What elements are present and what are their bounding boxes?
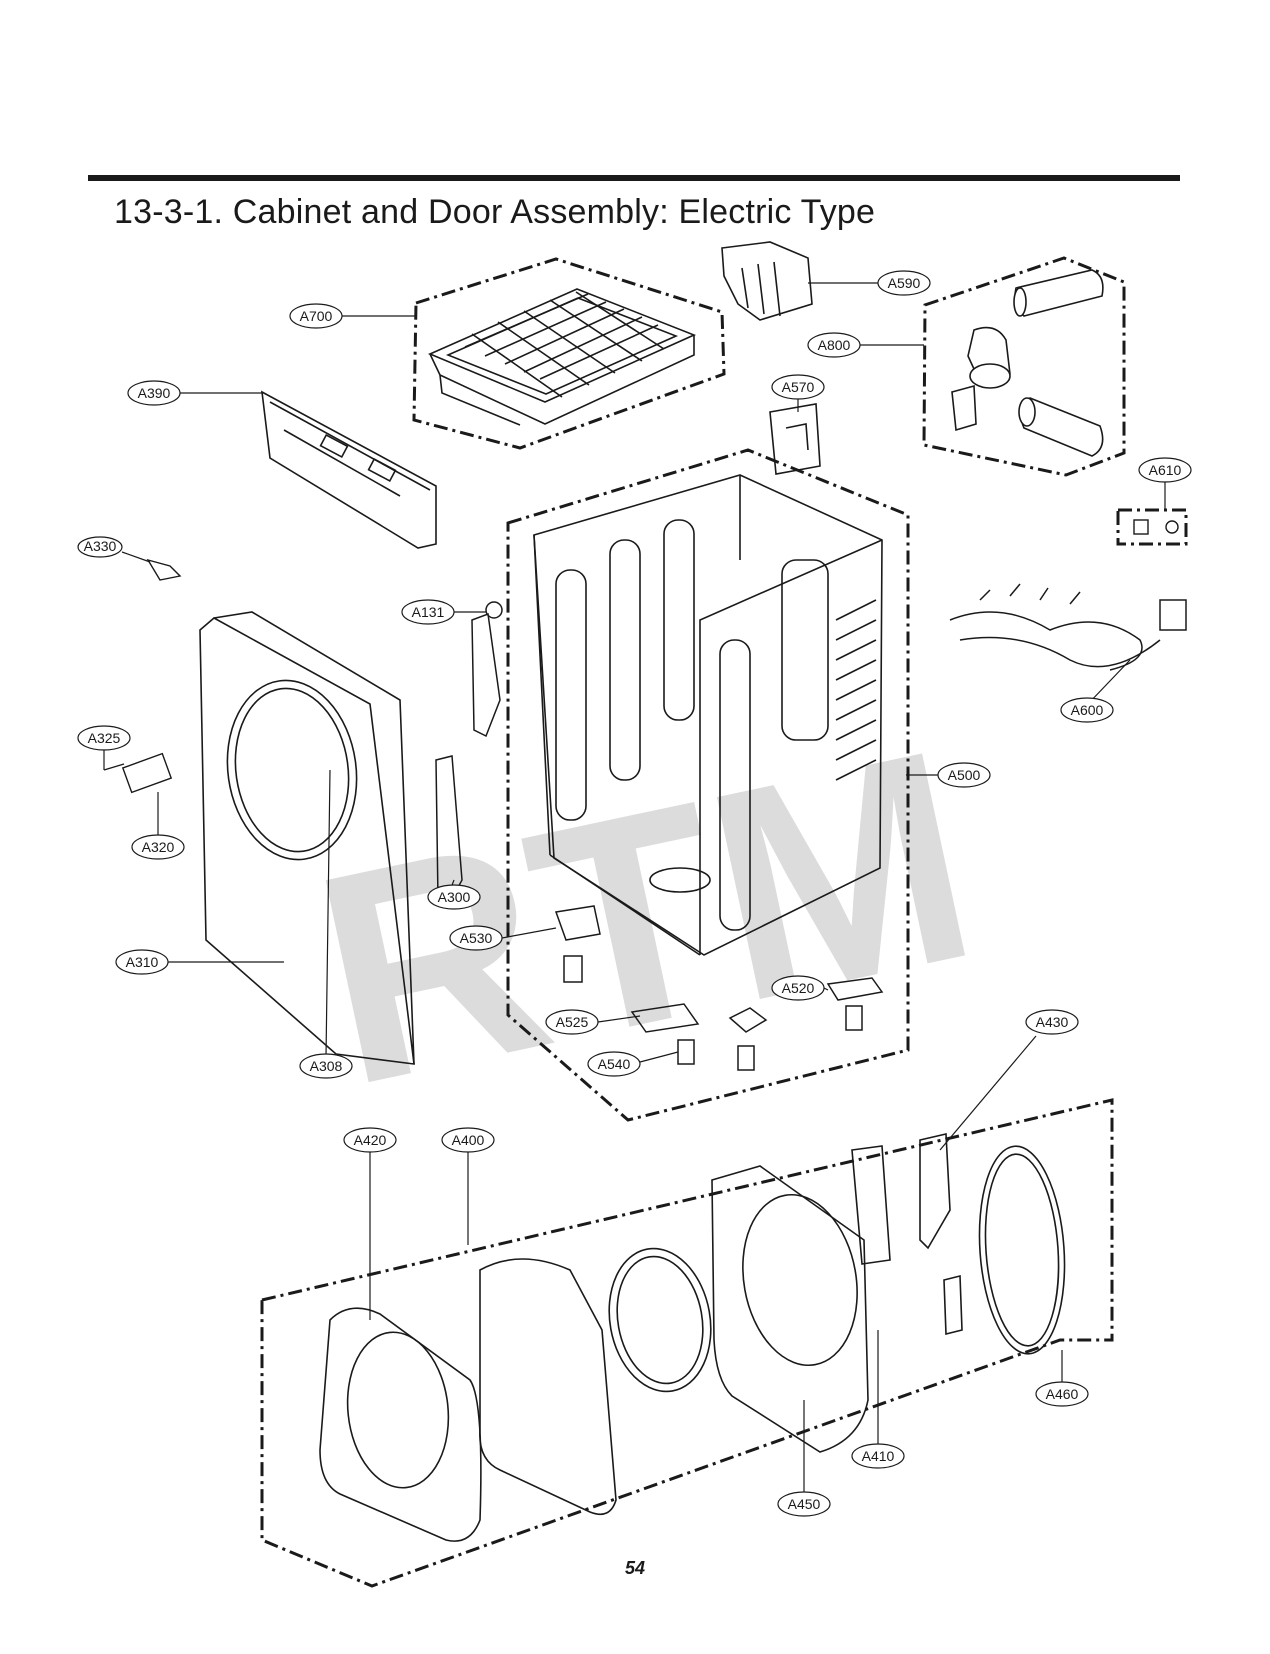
svg-text:A325: A325: [88, 730, 121, 746]
svg-text:A400: A400: [452, 1132, 485, 1148]
door-latch-part: [103, 752, 173, 794]
callout-a700: A700: [289, 303, 343, 329]
callout-a325: A325: [77, 725, 131, 751]
svg-text:A131: A131: [412, 604, 445, 620]
group-box-top-cover: [412, 257, 726, 450]
a570-bracket-part: [769, 403, 821, 475]
callout-a800: A800: [807, 332, 861, 358]
callout-a300: A300: [427, 884, 481, 910]
control-panel-bracket-part: [261, 390, 437, 549]
door-assembly-part: [319, 1133, 1066, 1542]
svg-text:A800: A800: [818, 337, 851, 353]
leader-lines: [103, 282, 1166, 1494]
group-box-door: [260, 1098, 1114, 1588]
svg-text:A410: A410: [862, 1448, 895, 1464]
callout-a410: A410: [851, 1443, 905, 1469]
callout-a520: A520: [771, 975, 825, 1001]
callout-a308: A308: [299, 1053, 353, 1079]
duct-cover-part: [721, 241, 813, 321]
group-box-duct: [922, 256, 1126, 477]
callout-a610: A610: [1138, 457, 1192, 483]
callout-a131: A131: [401, 599, 455, 625]
callout-bubbles: A700 A590 A800 A390 A570 A610 A330 A131 …: [77, 270, 1192, 1517]
callout-a310: A310: [115, 949, 169, 975]
cabinet-body-part: [533, 474, 883, 956]
svg-text:A500: A500: [948, 767, 981, 783]
svg-text:A420: A420: [354, 1132, 387, 1148]
callout-a540: A540: [587, 1051, 641, 1077]
callout-a430: A430: [1025, 1009, 1079, 1035]
callout-a530: A530: [449, 925, 503, 951]
group-box-cabinet: [506, 448, 910, 1122]
callout-a460: A460: [1035, 1381, 1089, 1407]
svg-text:A390: A390: [138, 385, 171, 401]
svg-text:A430: A430: [1036, 1014, 1069, 1030]
callout-a420: A420: [343, 1127, 397, 1153]
svg-text:A320: A320: [142, 839, 175, 855]
svg-text:A308: A308: [310, 1058, 343, 1074]
callout-a500: A500: [937, 762, 991, 788]
callout-a600: A600: [1060, 697, 1114, 723]
svg-text:A700: A700: [300, 308, 333, 324]
svg-text:A460: A460: [1046, 1386, 1079, 1402]
wire-harness-part: [949, 583, 1187, 671]
svg-text:A610: A610: [1149, 462, 1182, 478]
a610-switch-part: [1133, 519, 1179, 535]
callout-a450: A450: [777, 1491, 831, 1517]
top-cover-part: [427, 288, 697, 426]
callout-a320: A320: [131, 834, 185, 860]
front-panel-part: [199, 611, 415, 1065]
svg-text:A450: A450: [788, 1496, 821, 1512]
svg-text:A310: A310: [126, 954, 159, 970]
svg-text:A525: A525: [556, 1014, 589, 1030]
callout-a590: A590: [877, 270, 931, 296]
callout-a330: A330: [77, 536, 123, 558]
svg-text:A330: A330: [84, 538, 117, 554]
group-box-a610: [1116, 508, 1188, 546]
callout-a390: A390: [127, 380, 181, 406]
svg-text:A520: A520: [782, 980, 815, 996]
callout-a525: A525: [545, 1009, 599, 1035]
page-title: 13-3-1. Cabinet and Door Assembly: Elect…: [114, 193, 876, 231]
callout-a570: A570: [771, 374, 825, 400]
svg-text:A590: A590: [888, 275, 921, 291]
svg-text:A570: A570: [782, 379, 815, 395]
header-rule: [88, 175, 1180, 181]
svg-text:A540: A540: [598, 1056, 631, 1072]
svg-text:A300: A300: [438, 889, 471, 905]
leveling-feet-part: [554, 905, 884, 1071]
svg-text:A530: A530: [460, 930, 493, 946]
exhaust-duct-part: [951, 269, 1104, 457]
callout-a400: A400: [441, 1127, 495, 1153]
svg-text:A600: A600: [1071, 702, 1104, 718]
a330-part: [146, 558, 182, 581]
page-number: 54: [624, 1558, 646, 1578]
